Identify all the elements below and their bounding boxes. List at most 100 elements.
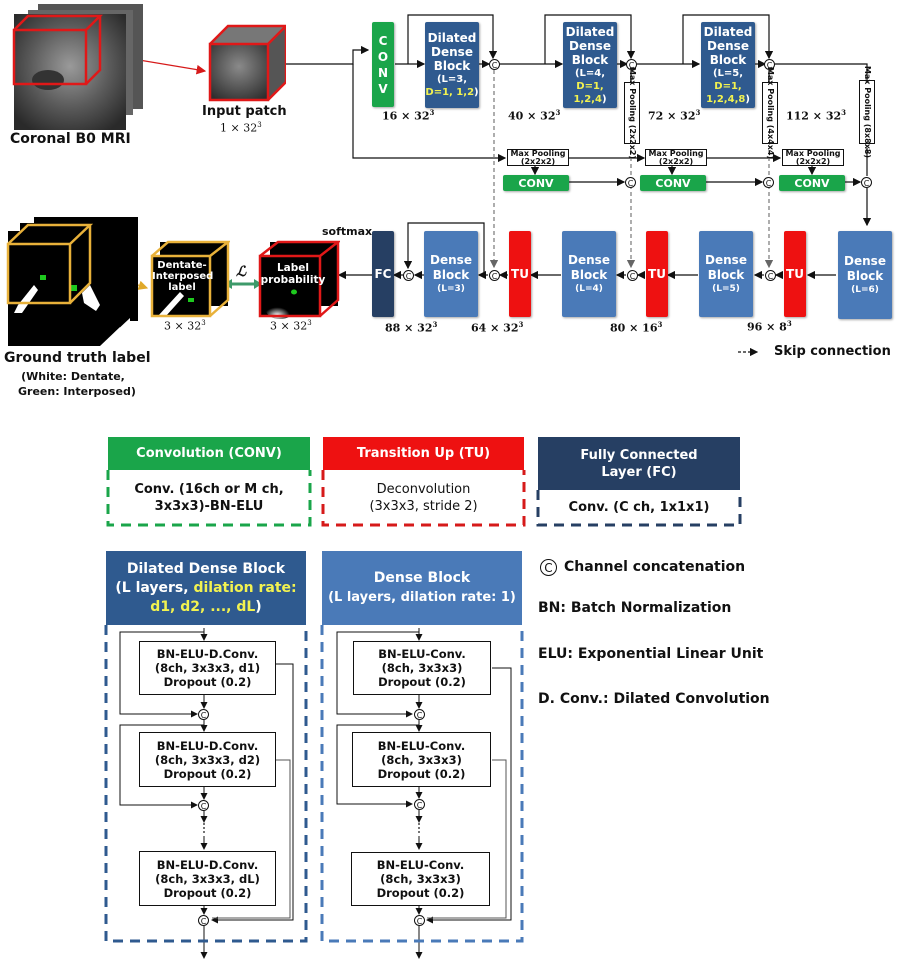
max-pooling-4x4x4: Max Pooling (4x4x4) — [762, 67, 778, 159]
loss-symbol: ℒ — [236, 264, 247, 280]
legend-tu-title: Transition Up (TU) — [323, 437, 524, 470]
concat-icon: C — [198, 915, 209, 926]
decoder-dim: 64 × 323 — [471, 320, 524, 335]
label-cube-line: Interposed — [152, 271, 214, 282]
side-conv-block: CONV — [503, 175, 569, 191]
block-params: (L=4) — [575, 284, 603, 294]
concat-icon: C — [403, 270, 414, 281]
legend-line: Dense Block — [373, 570, 471, 586]
label-cube-dim: 3 × 323 — [164, 319, 206, 333]
max-pooling-8x8x8: Max Pooling (8x8x8) — [859, 66, 875, 158]
db-layer-2: BN-ELU-Conv.(8ch, 3x3x3)Dropout (0.2) — [352, 732, 491, 787]
skip-connection-legend: Skip connection — [774, 344, 891, 359]
block-title: Block — [433, 59, 471, 73]
tu-block: TU — [784, 231, 806, 317]
concat-icon: C — [765, 270, 776, 281]
block-title: Block — [570, 268, 608, 282]
side-max-pooling: Max Pooling(2x2x2) — [782, 149, 844, 166]
legend-line: Deconvolution — [376, 481, 471, 497]
dentate-interposed-label-cube — [150, 240, 230, 318]
concat-icon: C — [414, 915, 425, 926]
ddb2-out-dim: 72 × 323 — [648, 108, 701, 123]
legend-fc-title: Fully Connected Layer (FC) — [538, 437, 740, 490]
dense-block-l4: Dense Block (L=4) — [562, 231, 616, 317]
legend-line: (3x3x3, stride 2) — [369, 498, 478, 514]
block-title: Dilated — [703, 24, 753, 39]
glossary-bn: BN: Batch Normalization — [538, 600, 732, 616]
conv-letter: C — [378, 33, 388, 48]
ddb1-out-dim: 40 × 323 — [508, 108, 561, 123]
legend-line: (L layers, dilation rate: 1) — [328, 590, 516, 605]
block-title: Dilated — [427, 31, 477, 45]
label-probability-cube — [258, 240, 340, 319]
block-params: (L=6) — [851, 285, 879, 295]
block-title: Block — [846, 269, 884, 283]
ground-truth-sub2: Green: Interposed) — [18, 385, 136, 398]
block-title: Dense — [707, 38, 749, 53]
prob-cube-text: Label probability — [260, 262, 326, 286]
legend-line: Dilated Dense Block — [126, 560, 286, 577]
fc-block: FC — [372, 231, 394, 317]
conv-letter: V — [378, 81, 388, 96]
block-params: (L=3) — [437, 284, 465, 294]
legend-line: Layer (FC) — [601, 464, 677, 480]
legend-tu-body: Deconvolution (3x3x3, stride 2) — [323, 470, 524, 525]
concat-icon: C — [414, 709, 425, 720]
block-title: Block — [707, 268, 745, 282]
legend-conv-title: Convolution (CONV) — [108, 437, 310, 470]
input-patch-label: Input patch — [202, 104, 287, 119]
block-title: Dense — [705, 253, 747, 267]
side-max-pooling: Max Pooling(2x2x2) — [645, 149, 707, 166]
dense-block-l3: Dense Block (L=3) — [424, 231, 478, 317]
dilated-dense-block-3: Dilated Dense Block (L=5, D=1, 1,2,4,8) — [701, 22, 755, 108]
glossary-dconv: D. Conv.: Dilated Convolution — [538, 691, 770, 707]
ddb-layer-2: BN-ELU-D.Conv.(8ch, 3x3x3, d2)Dropout (0… — [139, 732, 276, 787]
block-params: (L=5) — [712, 284, 740, 294]
label-cube-text: Dentate- Interposed label — [152, 260, 214, 293]
legend-conv-body: Conv. (16ch or M ch, 3x3x3)-BN-ELU — [108, 470, 310, 525]
ddb3-out-dim: 112 × 323 — [786, 108, 847, 123]
legend-line: Conv. (16ch or M ch, — [134, 481, 284, 497]
legend-db-title: Dense Block (L layers, dilation rate: 1) — [322, 551, 522, 625]
tu-block: TU — [646, 231, 668, 317]
glossary-elu: ELU: Exponential Linear Unit — [538, 646, 764, 662]
concat-icon: C — [198, 800, 209, 811]
block-title: Dense — [568, 253, 610, 267]
block-title: Dilated — [565, 24, 615, 39]
conv-out-dim: 16 × 323 — [382, 108, 435, 123]
prob-cube-line: probability — [260, 274, 326, 286]
label-cube-line: label — [168, 282, 196, 293]
legend-line: 3x3x3)-BN-ELU — [154, 498, 264, 514]
block-title: Block — [571, 52, 609, 67]
block-title: Dense — [844, 254, 886, 268]
prob-cube-dim: 3 × 323 — [270, 319, 312, 333]
concat-icon: C — [414, 799, 425, 810]
legend-fc-body: Conv. (C ch, 1x1x1) — [568, 500, 710, 515]
conv-letter: N — [377, 65, 389, 80]
mri-label: Coronal B0 MRI — [10, 131, 131, 147]
concat-icon: C — [861, 177, 872, 188]
ddb-layer-1: BN-ELU-D.Conv.(8ch, 3x3x3, d1)Dropout (0… — [139, 641, 276, 695]
block-params: (L=3, D=1, 1,2) — [425, 74, 479, 98]
concat-icon: C — [540, 559, 557, 576]
legend-ddb-title: Dilated Dense Block (L layers, dilation … — [106, 551, 306, 625]
concat-icon: C — [763, 177, 774, 188]
concat-icon: C — [489, 59, 500, 70]
legend-line: (L layers, dilation rate: — [115, 579, 297, 596]
ddb-layer-L: BN-ELU-D.Conv.(8ch, 3x3x3, dL)Dropout (0… — [139, 851, 276, 906]
block-params: (L=4, D=1, 1,2,4) — [573, 67, 607, 105]
legend-line: d1, d2, ..., dL) — [150, 598, 262, 615]
block-params: (L=5, D=1, 1,2,4,8) — [706, 67, 750, 105]
decoder-dim: 80 × 163 — [610, 320, 663, 335]
input-patch-cube — [208, 24, 286, 102]
ground-truth-label: Ground truth label — [4, 350, 151, 366]
side-conv-block: CONV — [640, 175, 706, 191]
glossary-concat: Channel concatenation — [564, 559, 746, 575]
decoder-dim: 96 × 83 — [747, 319, 792, 334]
legend-line: Fully Connected — [580, 447, 698, 463]
dilated-dense-block-1: Dilated Dense Block (L=3, D=1, 1,2) — [425, 22, 479, 108]
concat-icon: C — [764, 59, 775, 70]
encoder-conv-block: C O N V — [372, 22, 394, 107]
tu-block: TU — [509, 231, 531, 317]
max-pooling-2x2x2: Max Pooling (2x2x2) — [624, 67, 640, 159]
